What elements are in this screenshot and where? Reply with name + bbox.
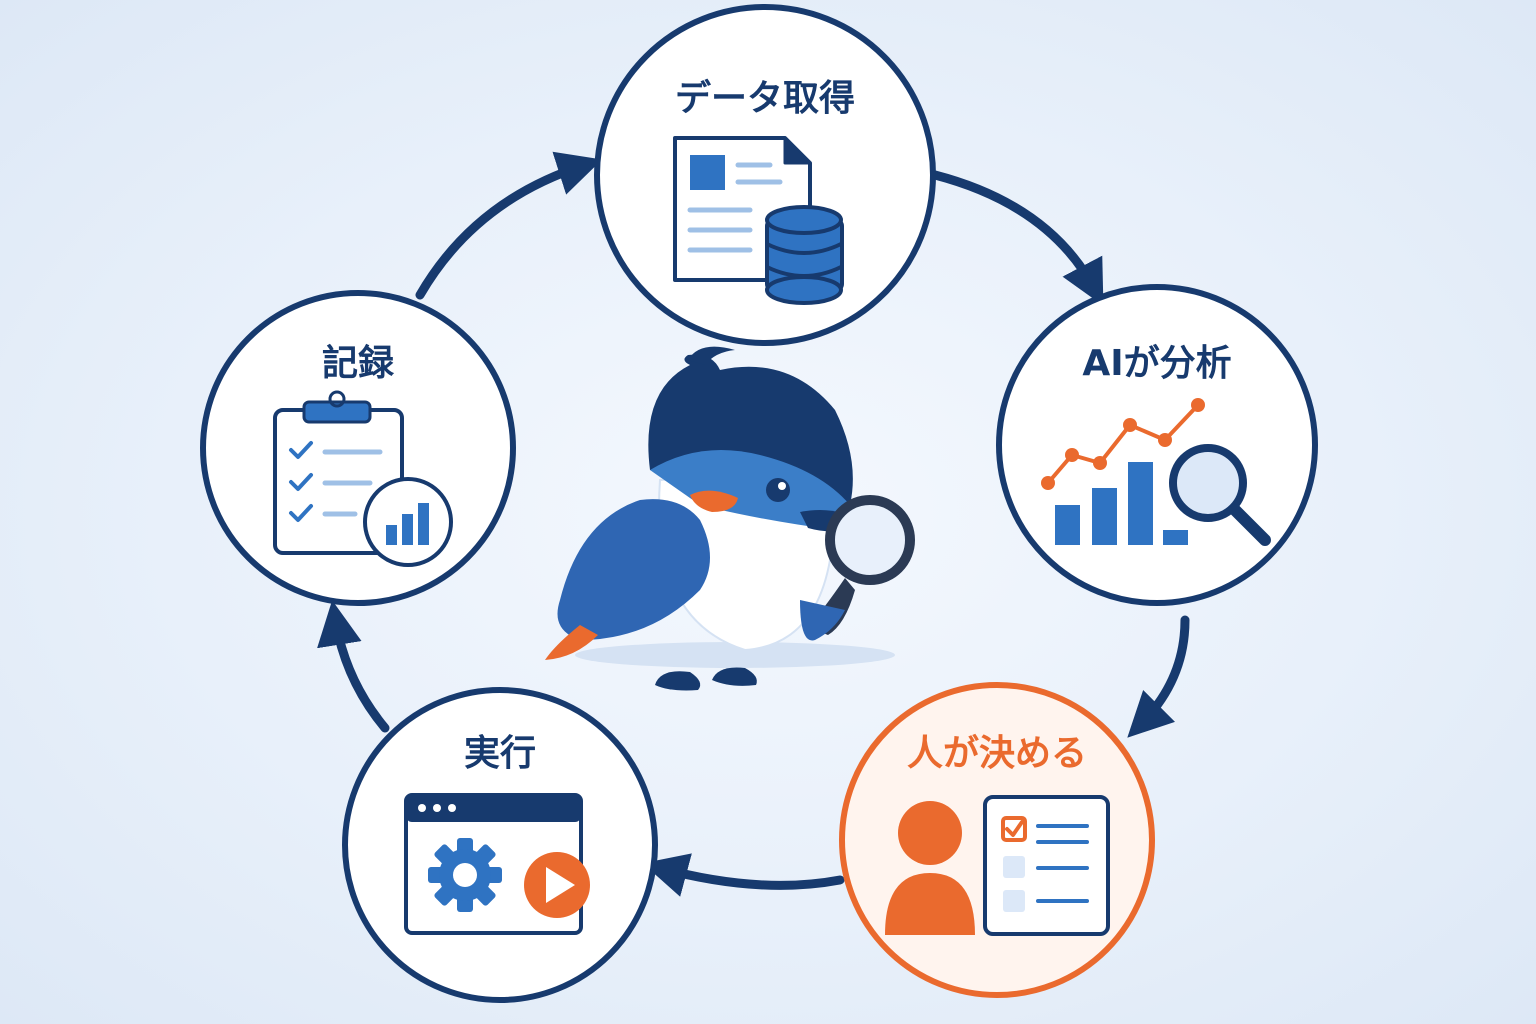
- person-checklist-icon: [885, 795, 1110, 936]
- arrow-decide-to-execute: [642, 853, 845, 897]
- step-execution: 実行: [342, 687, 658, 1003]
- clipboard-chart-icon: [273, 390, 453, 567]
- step-label-ai-analysis: AIが分析: [1082, 343, 1231, 384]
- step-human-decision: 人が決める: [839, 682, 1155, 998]
- window-gear-play-icon: [404, 793, 590, 935]
- step-label-execution: 実行: [464, 733, 536, 774]
- arrow-record-to-data: [415, 151, 603, 300]
- step-record: 記録: [200, 290, 516, 606]
- arrow-ai-to-decide: [1127, 615, 1190, 738]
- document-database-icon: [673, 136, 844, 305]
- step-label-human-decision: 人が決める: [907, 733, 1087, 774]
- bird-mascot: [545, 346, 915, 691]
- step-ai-analysis: AIが分析: [996, 284, 1318, 606]
- step-circle: [996, 284, 1318, 606]
- step-data-acquisition: データ取得: [594, 4, 936, 346]
- cycle-arrows: [317, 151, 1190, 897]
- chart-magnifier-icon: [1041, 398, 1271, 546]
- step-label-record: 記録: [322, 343, 395, 384]
- arrow-data-to-ai: [930, 170, 1104, 306]
- step-label-data-acquisition: データ取得: [675, 77, 855, 119]
- arrow-execute-to-record: [317, 600, 390, 733]
